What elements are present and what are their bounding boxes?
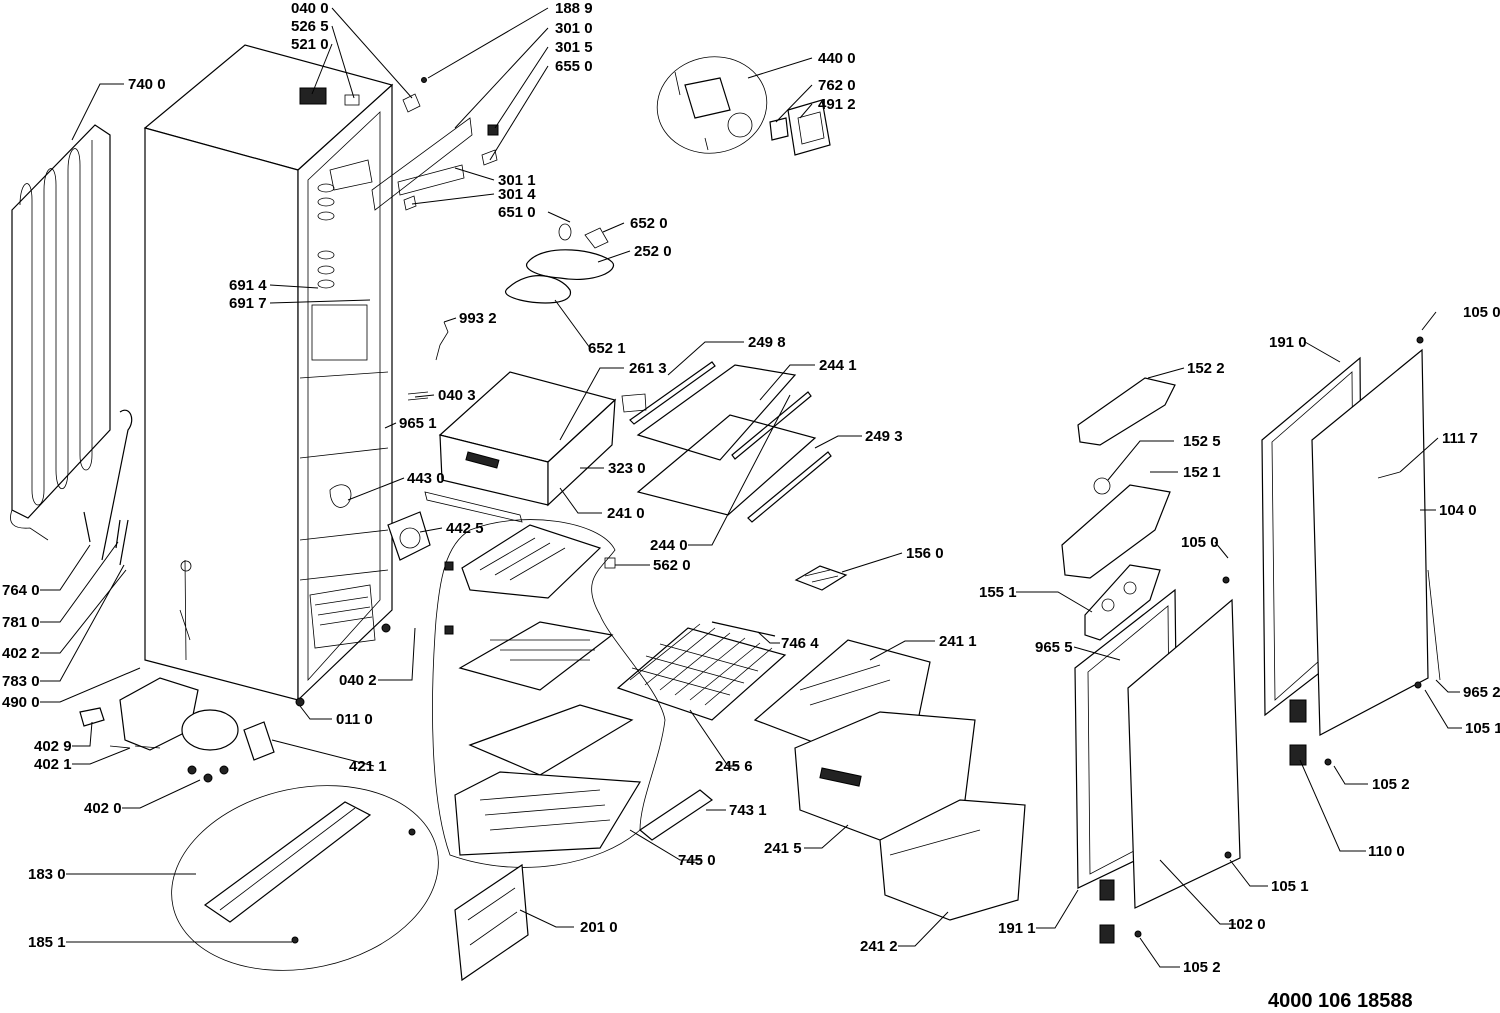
part-label-105-0-top: 105 0 (1463, 304, 1500, 321)
part-label-746-4: 746 4 (781, 635, 819, 652)
part-label-762-0: 762 0 (818, 77, 856, 94)
drawer-241-0-drawing (407, 371, 647, 523)
leader-lines (40, 7, 1462, 968)
door-bins-drawing (1061, 377, 1176, 641)
part-label-245-6: 245 6 (715, 758, 753, 775)
part-label-105-2-bottom: 105 2 (1183, 959, 1221, 976)
part-label-993-2: 993 2 (459, 310, 497, 327)
part-label-249-3: 249 3 (865, 428, 903, 445)
part-label-691-4: 691 4 (229, 277, 267, 294)
part-label-261-3: 261 3 (629, 360, 667, 377)
part-label-191-0: 191 0 (1269, 334, 1307, 351)
part-label-965-2: 965 2 (1463, 684, 1500, 701)
part-label-040-2: 040 2 (339, 672, 377, 689)
part-label-110-0: 110 0 (1368, 843, 1405, 860)
part-label-185-1: 185 1 (28, 934, 66, 951)
part-label-183-0: 183 0 (28, 866, 66, 883)
part-label-301-1: 301 1 (498, 172, 536, 189)
part-label-105-0-mid: 105 0 (1181, 534, 1219, 551)
part-label-781-0: 781 0 (2, 614, 40, 631)
fan-housing-drawing (329, 484, 431, 561)
part-label-301-4: 301 4 (498, 186, 536, 203)
part-label-783-0: 783 0 (2, 673, 40, 690)
rear-panel-drawing (454, 863, 529, 982)
base-rail-drawing (171, 785, 439, 971)
part-label-652-0: 652 0 (630, 215, 668, 232)
part-label-102-0: 102 0 (1228, 916, 1266, 933)
part-label-740-0: 740 0 (128, 76, 166, 93)
part-label-040-0: 040 0 (291, 0, 329, 17)
part-label-965-5: 965 5 (1035, 639, 1073, 656)
part-label-011-0: 011 0 (336, 711, 373, 728)
part-label-249-8: 249 8 (748, 334, 786, 351)
part-label-155-1: 155 1 (979, 584, 1017, 601)
wire-shelf-drawing (616, 621, 787, 721)
part-label-402-2: 402 2 (2, 645, 40, 662)
part-label-105-1-bottom: 105 1 (1271, 878, 1309, 895)
part-label-301-0: 301 0 (555, 20, 593, 37)
part-label-421-1: 421 1 (349, 758, 387, 775)
part-label-521-0: 521 0 (291, 36, 329, 53)
glass-shelves-drawing (629, 361, 832, 523)
part-label-152-1: 152 1 (1183, 464, 1221, 481)
part-label-764-0: 764 0 (2, 582, 40, 599)
part-label-244-1: 244 1 (819, 357, 857, 374)
part-label-402-9: 402 9 (34, 738, 72, 755)
part-label-490-0: 490 0 (2, 694, 40, 711)
part-label-526-5: 526 5 (291, 18, 329, 35)
part-label-241-1: 241 1 (939, 633, 977, 650)
part-label-201-0: 201 0 (580, 919, 618, 936)
crisper-drawers-drawing (753, 639, 1026, 921)
part-label-105-2-right: 105 2 (1372, 776, 1410, 793)
trim-743-1-drawing (638, 789, 714, 841)
part-label-655-0: 655 0 (555, 58, 593, 75)
reference-code: 4000 106 18588 (1268, 990, 1413, 1012)
part-label-745-0: 745 0 (678, 852, 716, 869)
part-label-104-0: 104 0 (1439, 502, 1477, 519)
ice-tray-drawing (794, 565, 848, 591)
part-label-301-5: 301 5 (555, 39, 593, 56)
part-label-443-0: 443 0 (407, 470, 445, 487)
evaporator-group-drawing (432, 519, 666, 868)
part-label-323-0: 323 0 (608, 460, 646, 477)
part-label-491-2: 491 2 (818, 96, 856, 113)
compressor-drawing (79, 677, 275, 783)
part-label-651-0: 651 0 (498, 204, 536, 221)
part-label-691-7: 691 7 (229, 295, 267, 312)
part-label-402-1: 402 1 (34, 756, 72, 773)
part-label-241-2: 241 2 (860, 938, 898, 955)
part-label-191-1: 191 1 (998, 920, 1036, 937)
condenser-drawing (10, 124, 111, 541)
part-label-152-2: 152 2 (1187, 360, 1225, 377)
part-label-111-7: 111 7 (1442, 430, 1478, 447)
part-label-562-0: 562 0 (653, 557, 691, 574)
part-label-440-0: 440 0 (818, 50, 856, 67)
part-label-652-1: 652 1 (588, 340, 626, 357)
cabinet-drawing (143, 44, 394, 707)
part-label-402-0: 402 0 (84, 800, 122, 817)
lower-door-drawing (1074, 576, 1241, 944)
part-label-244-0: 244 0 (650, 537, 688, 554)
part-label-241-5: 241 5 (764, 840, 802, 857)
part-label-040-3: 040 3 (438, 387, 476, 404)
part-label-188-9: 188 9 (555, 0, 593, 17)
part-label-241-0: 241 0 (607, 505, 645, 522)
part-label-152-5: 152 5 (1183, 433, 1221, 450)
top-fittings-drawing (371, 77, 499, 211)
part-label-965-1: 965 1 (399, 415, 437, 432)
part-label-252-0: 252 0 (634, 243, 672, 260)
part-label-156-0: 156 0 (906, 545, 944, 562)
part-label-743-1: 743 1 (729, 802, 767, 819)
upper-door-drawing (1261, 336, 1441, 766)
part-label-105-1-right: 105 1 (1465, 720, 1500, 737)
part-label-442-5: 442 5 (446, 520, 484, 537)
fan-module-drawing (656, 56, 831, 156)
lamp-assembly-drawing (435, 223, 615, 361)
